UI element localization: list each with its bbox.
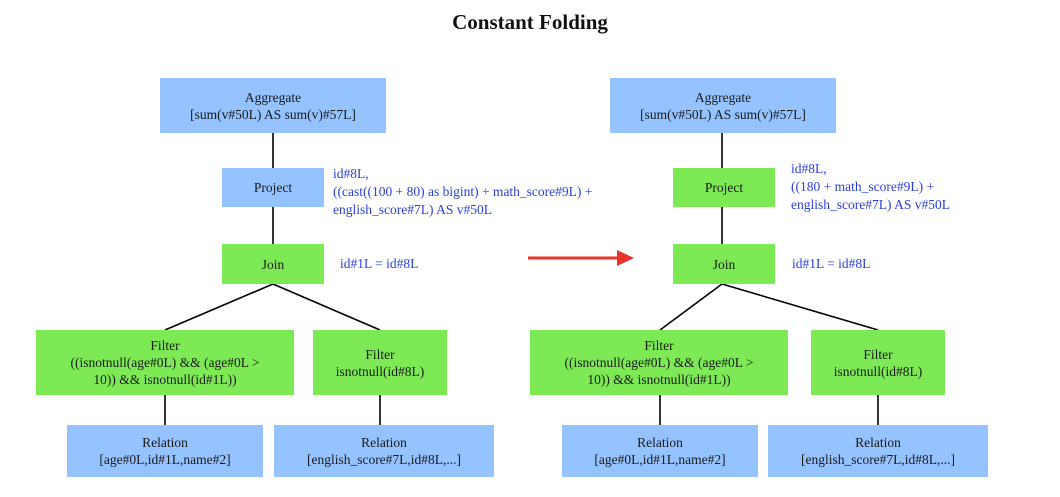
left-project-expr-line: ((cast((100 + 80) as bigint) + math_scor… — [333, 184, 593, 199]
left-aggregate-expr: [sum(v#50L) AS sum(v)#57L] — [190, 106, 356, 122]
right-join-label: Join — [712, 256, 736, 272]
page-title: Constant Folding — [452, 10, 608, 34]
right-project-expr-line: ((180 + math_score#9L) + — [791, 179, 935, 194]
right-filter-condition-line: ((isnotnull(age#0L) && (age#0L > — [564, 355, 754, 370]
right-aggregate-expr: [sum(v#50L) AS sum(v)#57L] — [640, 106, 806, 122]
right-filter-title: Filter — [644, 338, 674, 353]
left-relation-title: Relation — [142, 435, 188, 450]
left-filter-condition-line: 10)) && isnotnull(id#1L)) — [93, 372, 237, 387]
edge-right-join-filter-left — [659, 283, 723, 331]
right-filter-left-node[interactable]: Filter ((isnotnull(age#0L) && (age#0L > … — [530, 330, 788, 395]
right-project-expr-line: id#8L, — [791, 161, 827, 176]
left-filter-title: Filter — [365, 346, 395, 362]
edge-left-join-filter-left — [164, 283, 274, 331]
right-project-expression: id#8L, ((180 + math_score#9L) + english_… — [791, 160, 950, 214]
right-aggregate-node[interactable]: Aggregate [sum(v#50L) AS sum(v)#57L] — [610, 78, 836, 133]
right-relation-right-node[interactable]: Relation [english_score#7L,id#8L,...] — [768, 425, 988, 477]
left-join-condition: id#1L = id#8L — [340, 256, 419, 271]
right-relation-title: Relation — [855, 435, 901, 450]
left-project-expr-line: english_score#7L) AS v#50L — [333, 202, 492, 217]
left-relation-title: Relation — [361, 435, 407, 450]
left-filter-condition-line: ((isnotnull(age#0L) && (age#0L > — [70, 355, 260, 370]
left-join-label: Join — [261, 256, 285, 272]
left-project-node[interactable]: Project — [222, 168, 324, 207]
left-filter-condition-line: isnotnull(id#8L) — [335, 363, 425, 379]
left-aggregate-node[interactable]: Aggregate [sum(v#50L) AS sum(v)#57L] — [160, 78, 386, 133]
transform-arrow-icon — [528, 250, 634, 266]
right-join-node[interactable]: Join — [673, 244, 775, 284]
left-relation-columns: [age#0L,id#1L,name#2] — [99, 452, 231, 467]
left-filter-title: Filter — [150, 338, 180, 353]
right-join-condition: id#1L = id#8L — [792, 256, 871, 271]
right-project-label: Project — [704, 180, 744, 195]
right-relation-left-node[interactable]: Relation [age#0L,id#1L,name#2] — [562, 425, 758, 477]
right-filter-right-node[interactable]: Filter isnotnull(id#8L) — [811, 330, 945, 395]
left-filter-left-node[interactable]: Filter ((isnotnull(age#0L) && (age#0L > … — [36, 330, 294, 395]
right-relation-columns: [english_score#7L,id#8L,...] — [800, 452, 956, 467]
left-project-expression: id#8L, ((cast((100 + 80) as bigint) + ma… — [333, 165, 592, 219]
left-relation-left-node[interactable]: Relation [age#0L,id#1L,name#2] — [67, 425, 263, 477]
left-filter-right-node[interactable]: Filter isnotnull(id#8L) — [313, 330, 447, 395]
left-relation-columns: [english_score#7L,id#8L,...] — [306, 452, 462, 467]
edge-left-join-filter-right — [272, 283, 381, 331]
right-relation-columns: [age#0L,id#1L,name#2] — [594, 452, 726, 467]
left-project-label: Project — [253, 180, 293, 195]
right-relation-title: Relation — [637, 435, 683, 450]
left-aggregate-title: Aggregate — [244, 89, 302, 105]
right-filter-condition-line: 10)) && isnotnull(id#1L)) — [587, 372, 731, 387]
left-relation-right-node[interactable]: Relation [english_score#7L,id#8L,...] — [274, 425, 494, 477]
right-project-node[interactable]: Project — [673, 168, 775, 207]
edge-right-join-filter-right — [721, 283, 879, 331]
right-aggregate-title: Aggregate — [694, 89, 752, 105]
left-project-expr-line: id#8L, — [333, 166, 369, 181]
right-filter-title: Filter — [863, 346, 893, 362]
right-project-expr-line: english_score#7L) AS v#50L — [791, 197, 950, 212]
right-filter-condition-line: isnotnull(id#8L) — [833, 363, 923, 379]
left-join-node[interactable]: Join — [222, 244, 324, 284]
